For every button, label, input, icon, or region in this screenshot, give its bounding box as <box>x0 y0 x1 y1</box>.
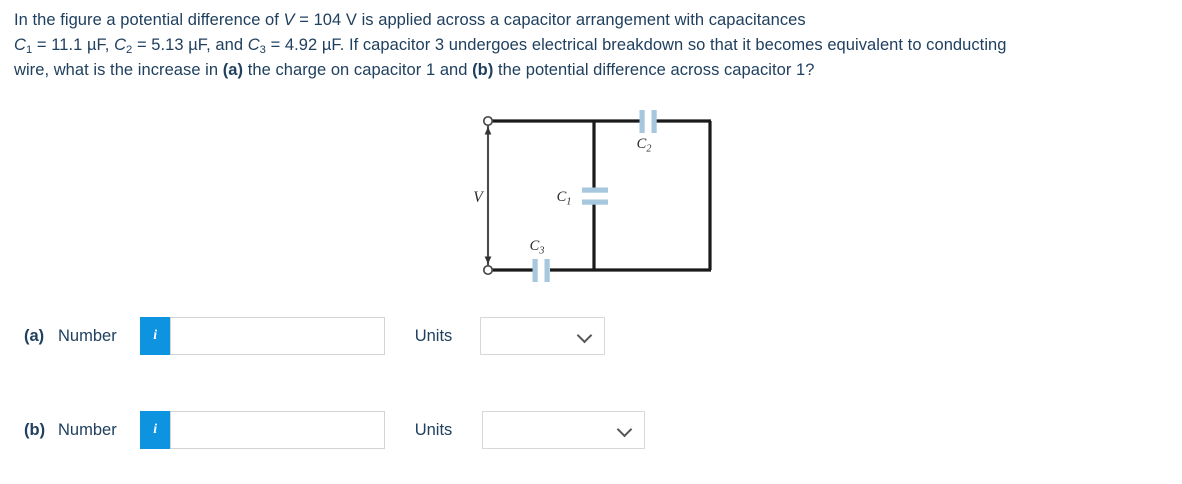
info-icon[interactable]: i <box>139 317 170 355</box>
problem-line-1-text-b: = 104 V is applied across a capacitor ar… <box>294 11 806 29</box>
label-capacitor-c3: C3 <box>530 238 545 257</box>
arrowhead-up <box>484 127 492 135</box>
answer-b-number-input[interactable] <box>169 411 385 449</box>
answer-row-a-number-label: Number <box>58 326 117 345</box>
answer-row-b-units-label: Units <box>414 420 453 439</box>
circuit-diagram-svg: V C1 C2 C3 <box>473 110 712 282</box>
info-icon[interactable]: i <box>139 411 170 449</box>
variable-v: V <box>283 11 295 29</box>
problem-line-3-text-a: wire, what is the increase in <box>14 61 223 79</box>
problem-statement: In the figure a potential difference of … <box>14 8 1174 83</box>
variable-c3: C <box>247 36 260 54</box>
c1-value: = 11.1 µF, <box>32 36 115 54</box>
arrowhead-down <box>484 256 492 264</box>
capacitor-c1-plate-top <box>582 187 608 193</box>
answer-row-a-input-group: i <box>139 317 385 355</box>
answer-b-units-value <box>483 421 492 438</box>
variable-c1: C <box>14 36 26 54</box>
part-a-marker: (a) <box>222 61 244 79</box>
label-source-voltage: V <box>473 189 484 206</box>
variable-c2-subscript: 2 <box>126 44 133 57</box>
answer-a-units-value <box>481 327 490 344</box>
c2-value: = 5.13 µF, and <box>132 36 248 54</box>
c3-value: = 4.92 µF. If capacitor 3 undergoes elec… <box>265 36 1007 54</box>
capacitor-c1-plate-bottom <box>582 199 608 205</box>
answer-row-a-units-label: Units <box>414 326 453 345</box>
answer-row-b: (b) Number i Units <box>24 410 646 450</box>
problem-line-3-text-b: the charge on capacitor 1 and <box>243 61 473 79</box>
part-b-marker: (b) <box>472 61 494 79</box>
answer-a-units-select[interactable] <box>480 317 606 355</box>
answer-row-b-number-label: Number <box>58 420 117 439</box>
variable-c3-subscript: 3 <box>259 44 266 57</box>
answer-row-b-input-group: i <box>139 411 385 449</box>
problem-line-2: C1 = 11.1 µF, C2 = 5.13 µF, and C3 = 4.9… <box>14 33 1174 58</box>
variable-c2: C <box>114 36 127 54</box>
terminal-bottom-open-circle <box>482 264 494 276</box>
problem-line-1: In the figure a potential difference of … <box>14 8 1174 33</box>
variable-c1-subscript: 1 <box>25 44 33 57</box>
circuit-diagram-figure: V C1 C2 C3 <box>455 100 745 295</box>
label-capacitor-c1: C1 <box>557 189 572 208</box>
chevron-down-icon <box>577 327 593 344</box>
problem-line-3: wire, what is the increase in (a) the ch… <box>14 58 1174 83</box>
answer-a-number-input[interactable] <box>169 317 385 355</box>
capacitor-c3-plate-left <box>532 259 538 282</box>
answer-row-b-letter: (b) <box>24 420 46 439</box>
capacitor-c2-plate-left <box>639 110 645 133</box>
label-capacitor-c2: C2 <box>637 136 652 155</box>
terminal-top-open-circle <box>482 115 494 127</box>
problem-line-3-text-c: the potential difference across capacito… <box>493 61 815 79</box>
chevron-down-icon <box>617 421 633 438</box>
answer-b-units-select[interactable] <box>482 411 646 449</box>
capacitor-c3-plate-right <box>544 259 550 282</box>
answer-row-a: (a) Number i Units <box>24 316 606 356</box>
answer-row-a-letter: (a) <box>24 326 45 345</box>
problem-line-1-text-a: In the figure a potential difference of <box>14 11 284 29</box>
capacitor-c2-plate-right <box>651 110 657 133</box>
